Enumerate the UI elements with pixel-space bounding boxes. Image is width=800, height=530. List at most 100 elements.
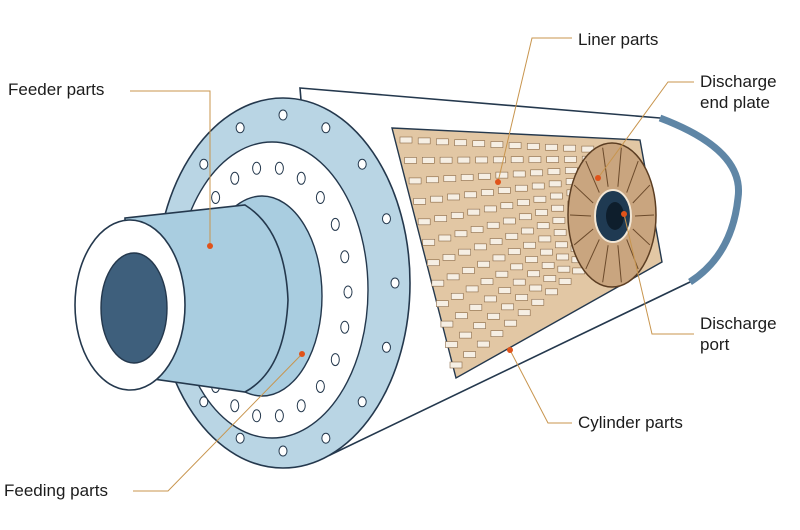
liner-slot <box>548 180 562 188</box>
liner-slot <box>528 156 542 163</box>
liner-slot <box>480 278 494 285</box>
ring-hole <box>252 409 262 423</box>
liner-slot <box>551 204 564 212</box>
marker-port <box>621 211 627 217</box>
ring-hole <box>230 399 240 413</box>
liner-slot <box>449 361 463 369</box>
ring-hole <box>330 217 340 231</box>
leader-cylinder <box>509 349 572 424</box>
liner-slot <box>489 238 503 245</box>
label-cylinder-parts: Cylinder parts <box>578 413 683 432</box>
liner-slot <box>517 309 531 317</box>
liner-slot <box>470 226 484 233</box>
marker-liner <box>495 179 501 185</box>
liner-slot <box>526 143 540 150</box>
plate-spoke <box>632 184 651 204</box>
liner-slot <box>475 156 488 164</box>
liner-slot <box>463 351 476 358</box>
ring-hole <box>252 161 262 175</box>
label-discharge-end-plate-2: end plate <box>700 93 770 112</box>
ring-hole <box>296 171 306 185</box>
liner-slot <box>543 275 557 282</box>
plate-spoke <box>617 245 622 283</box>
liner-slot <box>525 256 538 263</box>
liner-slot <box>558 278 572 285</box>
feeder-bore <box>100 252 168 364</box>
liner-slot <box>523 241 536 249</box>
liner-slot <box>455 312 468 320</box>
liner-slot <box>462 267 475 274</box>
liner-slot <box>486 221 500 229</box>
marker-end-plate <box>595 175 601 181</box>
liner-slot <box>464 191 477 199</box>
marker-feeding <box>299 351 305 357</box>
liner-slot <box>556 253 569 261</box>
bolt-hole <box>321 432 331 444</box>
liner-slot <box>538 235 552 243</box>
label-liner-parts: Liner parts <box>578 30 659 49</box>
liner-slot <box>467 208 481 216</box>
ring-hole <box>315 379 325 393</box>
liner-slot <box>546 156 559 163</box>
liner-slot <box>426 259 440 267</box>
liner-slot <box>500 202 514 210</box>
plate-spoke <box>617 147 622 187</box>
plate-spoke <box>585 160 600 193</box>
liner-slot <box>483 205 497 213</box>
liner-slot <box>450 292 464 300</box>
liner-slot <box>478 172 491 180</box>
label-feeder-parts: Feeder parts <box>8 80 105 99</box>
liner-slot <box>514 184 528 192</box>
plate-spoke <box>585 239 600 270</box>
ring-hole <box>340 320 350 334</box>
liner-slot <box>408 177 422 185</box>
liner-slot <box>564 156 577 163</box>
liner-slot <box>413 198 426 205</box>
liner-slot <box>439 156 453 164</box>
liner-slot <box>519 213 532 221</box>
plate-spoke <box>573 228 594 246</box>
liner-slot <box>498 287 512 294</box>
liner-slot <box>490 141 504 148</box>
leader-port <box>623 213 694 335</box>
liner-slot <box>472 140 486 147</box>
liner-slot <box>540 248 553 256</box>
liner-slot <box>447 193 460 201</box>
leader-feeder <box>130 90 211 246</box>
liner-slot <box>510 263 524 271</box>
liner-slot <box>536 222 550 230</box>
plate-spoke <box>632 228 651 246</box>
liner-slot <box>438 234 452 242</box>
liner-slot <box>487 312 500 320</box>
liner-slot <box>505 232 519 240</box>
bolt-hole <box>278 445 288 457</box>
bolt-hole <box>381 213 391 225</box>
liner-slot <box>460 174 474 181</box>
ring-hole <box>296 399 306 413</box>
ring-hole <box>343 285 353 299</box>
liner-slot <box>512 278 526 286</box>
liner-slot <box>450 212 464 219</box>
liner-slot <box>552 217 566 224</box>
liner-slot <box>517 199 530 206</box>
liner-slot <box>529 284 543 292</box>
ring-hole <box>330 353 340 367</box>
liner-slot <box>504 319 517 327</box>
liner-slot <box>481 189 494 196</box>
liner-slot <box>550 192 563 200</box>
plate-spoke <box>634 214 655 217</box>
liner-slot <box>535 209 548 216</box>
bolt-hole <box>321 122 331 134</box>
liner-slot <box>399 136 413 144</box>
liner-slot <box>521 227 534 235</box>
liner-slot <box>553 229 567 236</box>
marker-cylinder <box>507 347 513 353</box>
liner-slot <box>555 241 568 249</box>
liner-slot <box>545 288 558 296</box>
leader-feeding <box>133 353 303 492</box>
liner-slot <box>492 254 506 262</box>
liner-slot <box>465 285 479 293</box>
label-feeding-parts: Feeding parts <box>4 481 108 500</box>
